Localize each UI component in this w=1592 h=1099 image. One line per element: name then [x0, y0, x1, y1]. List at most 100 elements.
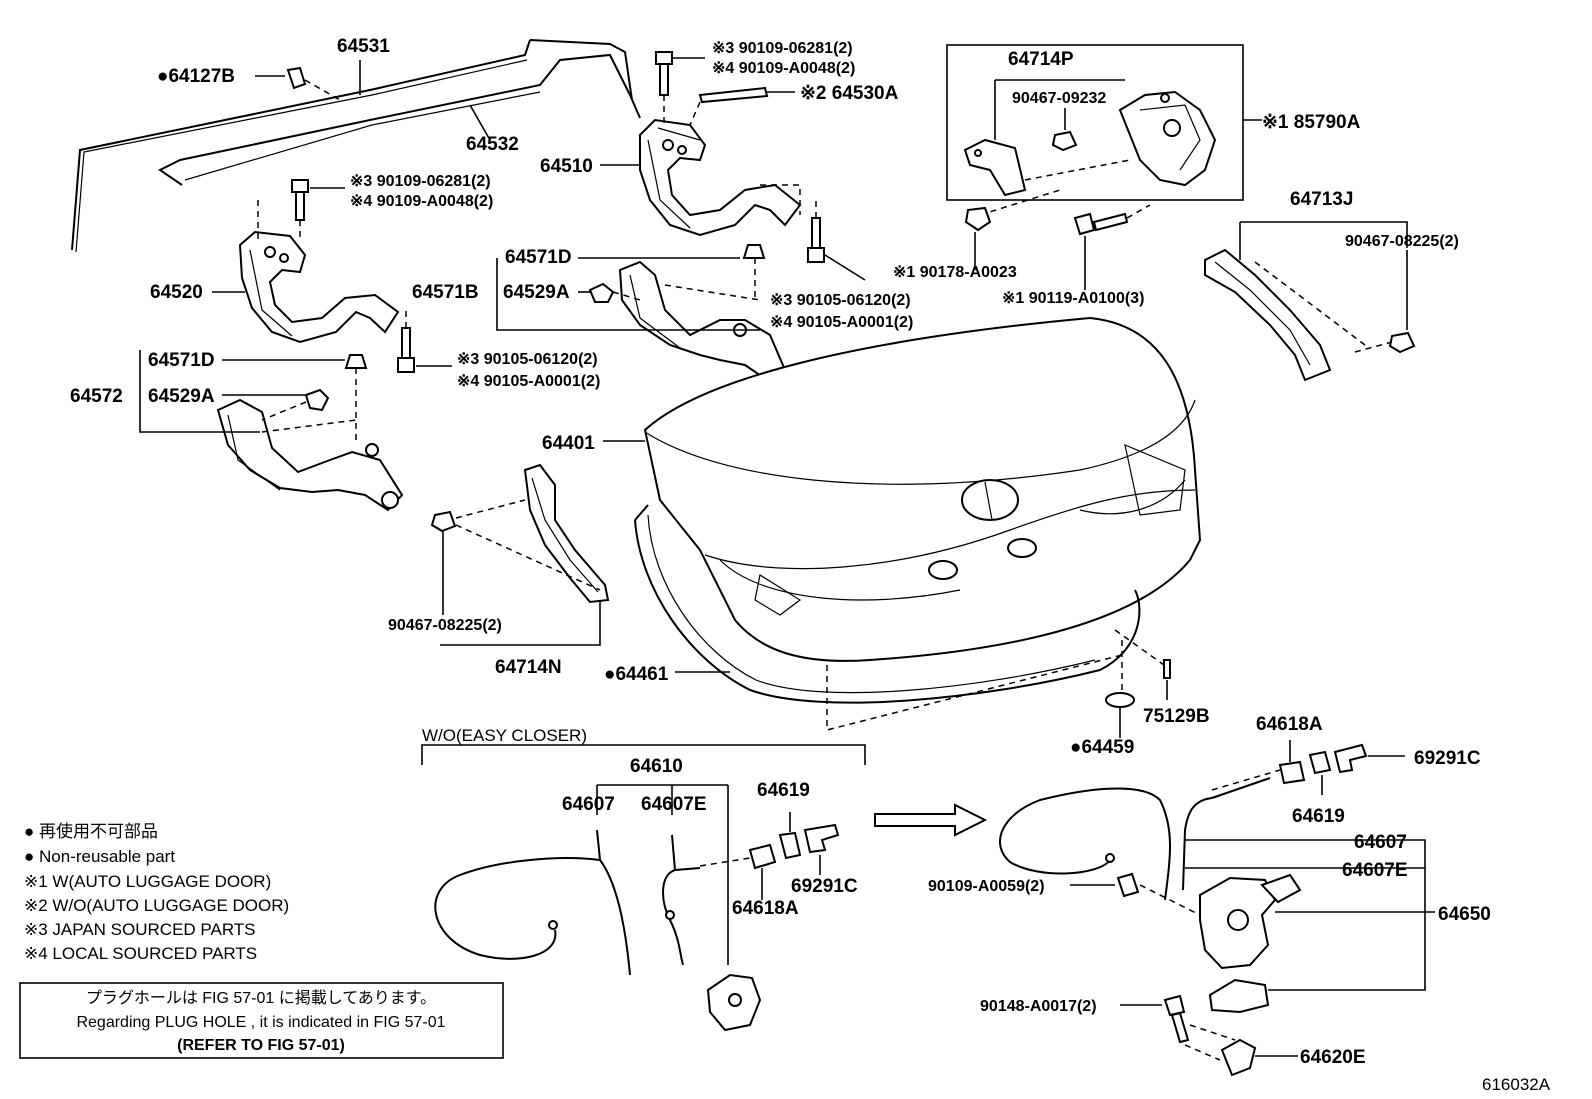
label-90109-A0059: 90109-A0059(2)	[928, 878, 1045, 895]
closer-64650	[1199, 873, 1302, 970]
label-64618A-right: 64618A	[1256, 714, 1323, 735]
nut-90178-A0023	[964, 206, 992, 232]
label-90148-A0017: 90148-A0017(2)	[980, 998, 1097, 1015]
note-box	[19, 982, 504, 1059]
label-bolt-d2: ※4 90105-A0001(2)	[457, 373, 600, 390]
legend-line-2: ● Non-reusable part	[24, 847, 175, 866]
plug-64459	[1105, 692, 1135, 708]
weatherstrip-64461	[634, 504, 1141, 704]
label-64529A-upper: 64529A	[503, 282, 570, 303]
hinge-64510	[639, 118, 802, 237]
grommet-64618A-left	[748, 843, 777, 870]
label-64127B: ●64127B	[157, 66, 235, 87]
label-64531: 64531	[337, 36, 390, 57]
nut-90467-08225-right	[1388, 331, 1416, 354]
label-64530A: ※2 64530A	[800, 83, 899, 104]
note-line-1: プラグホールは FIG 57-01 に掲載してあります。	[86, 989, 436, 1007]
bolt-90105-lower	[397, 310, 415, 373]
trunk-lid-64401	[643, 316, 1202, 662]
hinge-cover-64571B	[618, 260, 787, 384]
bolt-top-hinge-64510	[655, 51, 673, 125]
legend-line-4: ※2 W/O(AUTO LUGGAGE DOOR)	[24, 896, 289, 915]
trim-64714N	[523, 463, 610, 604]
label-64610: 64610	[630, 756, 683, 777]
label-64520: 64520	[150, 282, 203, 303]
clip-64571D-lower	[344, 354, 368, 440]
label-90178-A0023: ※1 90178-A0023	[893, 264, 1017, 281]
label-64401: 64401	[542, 433, 595, 454]
clip-64529A-lower	[261, 388, 330, 421]
bolt-hinge-64520	[291, 179, 309, 238]
torsion-bar-64531	[71, 39, 633, 253]
label-wo-easy-closer: W/O(EASY CLOSER)	[422, 726, 587, 745]
clip-64127B	[286, 66, 341, 101]
holder-64619-left	[778, 831, 802, 860]
lock-assembly-box	[946, 44, 1244, 201]
clip-64571D-upper	[742, 244, 766, 300]
label-bolt-d1: ※3 90105-06120(2)	[457, 351, 598, 368]
label-90467-08225-right: 90467-08225(2)	[1345, 233, 1459, 250]
pad-75129B	[1163, 659, 1171, 679]
cable-64607E-right	[1182, 777, 1271, 891]
label-69291C-left: 69291C	[791, 876, 858, 897]
label-64607E-left: 64607E	[641, 794, 707, 815]
label-64618A-left: 64618A	[732, 898, 799, 919]
bolt-90148-A0017	[1163, 994, 1190, 1044]
label-90467-08225-left: 90467-08225(2)	[388, 617, 502, 634]
label-64571D-lower: 64571D	[148, 350, 215, 371]
clip-64529A-upper	[588, 282, 641, 303]
cable-64607E-left	[662, 834, 701, 966]
cable-64607-right	[999, 787, 1171, 901]
bolt-90119-A0100	[1073, 204, 1151, 236]
label-64459: ●64459	[1070, 737, 1134, 758]
trim-64713J	[1204, 248, 1332, 382]
label-bolt-c2: ※4 90105-A0001(2)	[770, 314, 913, 331]
grommet-64618A-right	[1278, 760, 1306, 785]
cable-64607-left	[434, 829, 631, 976]
clip-69291C-right	[1333, 743, 1368, 774]
label-bolt-a1: ※3 90109-06281(2)	[712, 40, 853, 57]
label-90467-09232: 90467-09232	[1012, 90, 1106, 107]
figure-id: 616032A	[1482, 1075, 1551, 1094]
bracket-lower-64650	[1208, 978, 1270, 1014]
label-64619-left: 64619	[757, 780, 810, 801]
label-64619-right: 64619	[1292, 806, 1345, 827]
hinge-cover-64572	[216, 398, 404, 512]
nut-90467-08225-left	[430, 510, 457, 533]
label-64607E-right: 64607E	[1342, 860, 1408, 881]
label-69291C-right: 69291C	[1414, 748, 1481, 769]
legend-line-5: ※3 JAPAN SOURCED PARTS	[24, 920, 256, 939]
legend-line-1: ● 再使用不可部品	[24, 821, 158, 841]
label-64510: 64510	[540, 156, 593, 177]
label-90119-A0100: ※1 90119-A0100(3)	[1002, 290, 1144, 307]
legend-line-6: ※4 LOCAL SOURCED PARTS	[24, 944, 257, 963]
label-64571B: 64571B	[412, 282, 479, 303]
holder-64619-right	[1308, 750, 1332, 775]
label-64650: 64650	[1438, 904, 1491, 925]
bolt-90109-A0059	[1116, 872, 1140, 898]
label-bolt-b1: ※3 90109-06281(2)	[350, 173, 491, 190]
hinge-64520	[238, 230, 400, 344]
rod-64530A	[689, 86, 769, 126]
label-64620E: 64620E	[1300, 1047, 1366, 1068]
label-64713J: 64713J	[1290, 189, 1353, 210]
latch-left	[706, 973, 762, 1032]
label-64714P: 64714P	[1008, 49, 1074, 70]
torsion-bar-64532	[158, 53, 641, 186]
note-line-3: (REFER TO FIG 57-01)	[177, 1037, 345, 1054]
label-64572: 64572	[70, 386, 123, 407]
label-bolt-b2: ※4 90109-A0048(2)	[350, 193, 493, 210]
label-64461: ●64461	[604, 664, 669, 685]
label-64529A-lower: 64529A	[148, 386, 215, 407]
note-line-2: Regarding PLUG HOLE , it is indicated in…	[76, 1014, 445, 1031]
bracket-64714P	[963, 138, 1027, 197]
label-bolt-c1: ※3 90105-06120(2)	[770, 292, 911, 309]
label-64532: 64532	[466, 134, 519, 155]
lock-85790A	[1118, 90, 1217, 187]
label-bolt-a2: ※4 90109-A0048(2)	[712, 60, 855, 77]
label-64714N: 64714N	[495, 657, 562, 678]
label-64607-right: 64607	[1354, 832, 1407, 853]
legend-line-3: ※1 W(AUTO LUGGAGE DOOR)	[24, 872, 271, 891]
